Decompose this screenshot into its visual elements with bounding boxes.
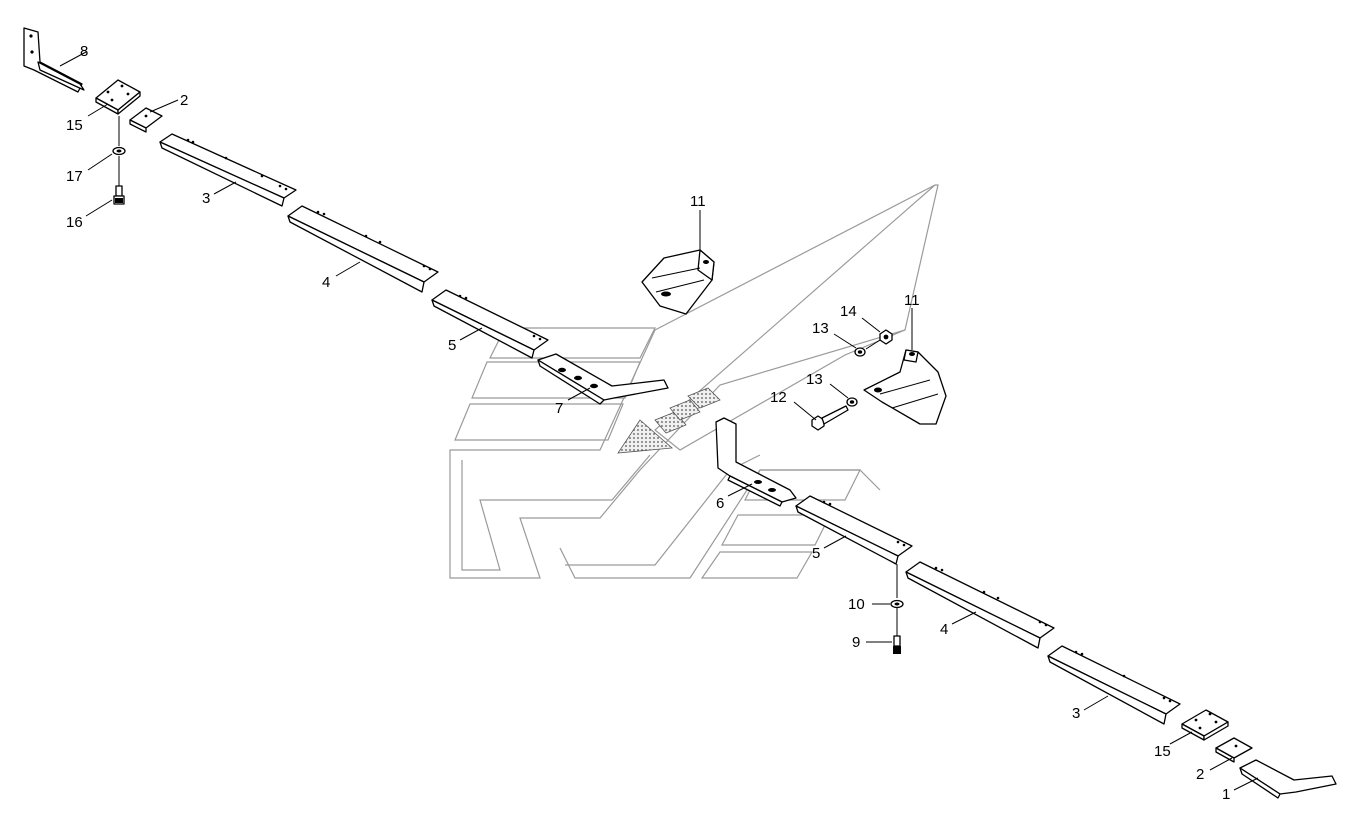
part-14-nut — [879, 329, 893, 345]
part-3-strip-lower — [1047, 645, 1181, 725]
background-logo-watermark — [449, 184, 939, 579]
part-5-strip-lower — [795, 495, 913, 565]
part-13-washer — [854, 347, 866, 357]
part-11-cover-right — [863, 349, 947, 425]
part-10-washer — [890, 599, 904, 609]
callout-leaders — [59, 51, 1259, 791]
part-13-washer-lower — [846, 397, 858, 407]
callout-8: 8 — [80, 43, 88, 60]
callout-labels: 8 2 15 17 16 3 4 5 7 11 11 14 13 13 12 6… — [66, 43, 1230, 803]
part-9-bolt — [893, 635, 901, 654]
part-15-plate-lower — [1181, 709, 1229, 741]
part-11-cover — [641, 249, 715, 315]
callout-10: 10 — [848, 596, 865, 613]
callout-9: 9 — [852, 634, 860, 651]
callout-3-lower: 3 — [1072, 705, 1080, 722]
callout-5: 5 — [448, 337, 456, 354]
callout-15-lower: 15 — [1154, 743, 1171, 760]
callout-14: 14 — [840, 303, 857, 320]
part-8-bracket — [23, 27, 85, 93]
part-4-strip-lower — [905, 561, 1055, 649]
callout-15: 15 — [66, 117, 83, 134]
callout-1: 1 — [1222, 786, 1230, 803]
part-2-clip-lower — [1215, 737, 1253, 763]
callout-16: 16 — [66, 214, 83, 231]
part-16-bolt — [113, 185, 125, 205]
callout-4-lower: 4 — [940, 621, 948, 638]
callout-12: 12 — [770, 389, 787, 406]
callout-7: 7 — [555, 400, 563, 417]
callout-6: 6 — [716, 495, 724, 512]
part-3-strip — [159, 133, 297, 207]
callout-4: 4 — [322, 274, 330, 291]
callout-11-right: 11 — [904, 292, 920, 309]
part-15-plate — [95, 79, 141, 115]
part-17-washer — [112, 146, 126, 156]
part-2-clip — [129, 107, 163, 133]
callout-2-lower: 2 — [1196, 766, 1204, 783]
part-7-tip — [537, 353, 669, 405]
callout-13: 13 — [812, 320, 829, 337]
callout-13-lower: 13 — [806, 371, 823, 388]
callout-5-lower: 5 — [812, 545, 820, 562]
callout-3: 3 — [202, 190, 210, 207]
callout-17: 17 — [66, 168, 83, 185]
dotted-arrow-motif — [617, 387, 721, 454]
callout-2: 2 — [180, 92, 188, 109]
callout-11: 11 — [690, 193, 706, 210]
part-1-end-piece — [1239, 759, 1337, 799]
part-4-strip — [287, 205, 439, 293]
part-12-bolt — [811, 405, 849, 431]
part-5-strip — [431, 289, 549, 359]
part-6-bracket — [715, 417, 797, 507]
